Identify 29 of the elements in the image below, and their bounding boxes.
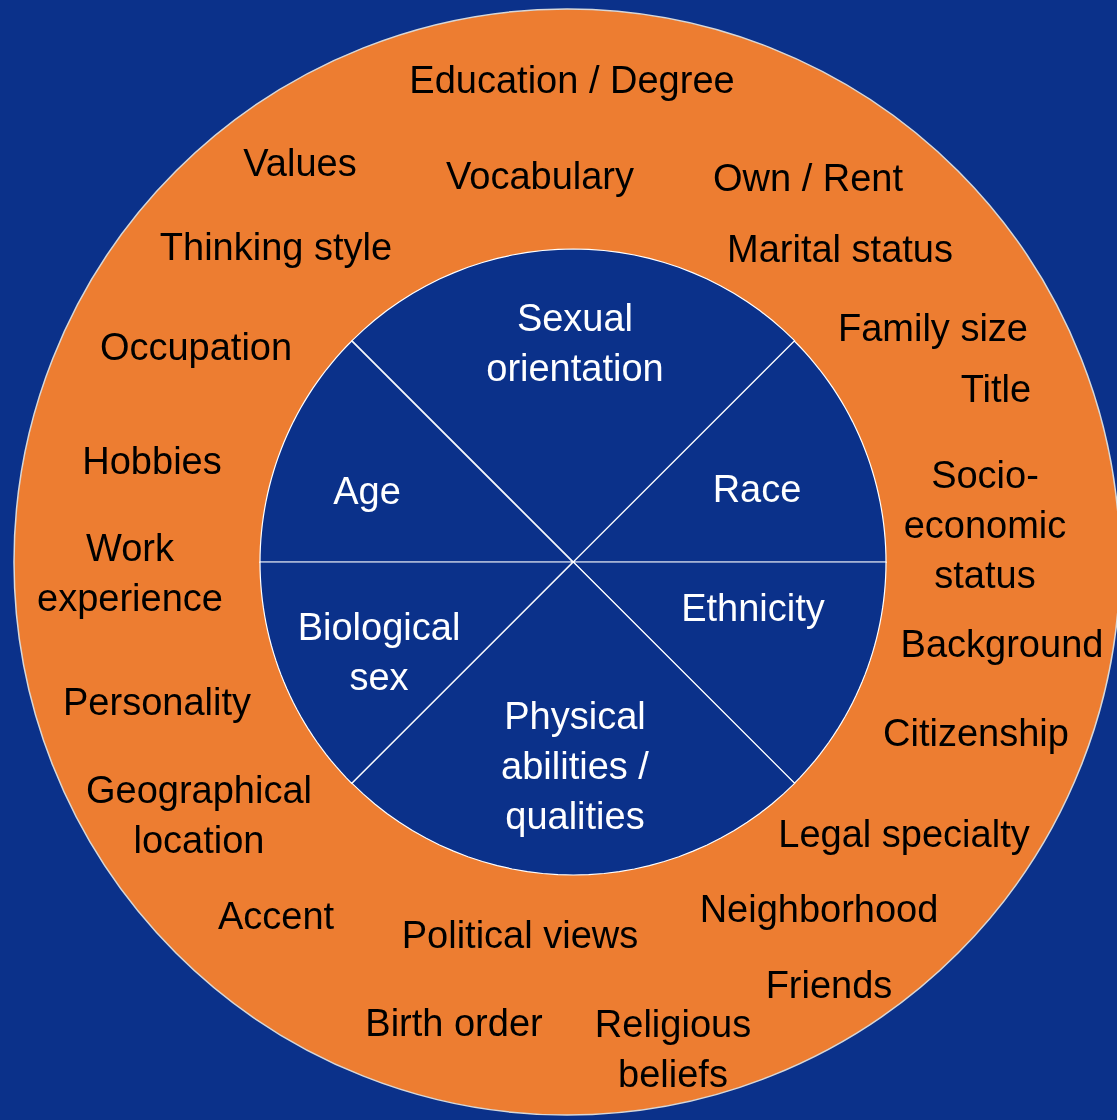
ring-label: Occupation [99, 325, 293, 370]
ring-label: Geographical location [84, 768, 313, 863]
ring-label: Thinking style [159, 225, 393, 270]
ring-label: Hobbies [82, 439, 222, 484]
ring-label: Family size [838, 306, 1028, 351]
ring-label: Personality [63, 680, 251, 725]
ring-label: Neighborhood [699, 887, 939, 932]
sector-label: Ethnicity [681, 586, 825, 631]
sector-label: Physical abilities / qualities [500, 694, 650, 839]
sector-label: Biological sex [296, 605, 462, 700]
ring-label: Citizenship [883, 711, 1069, 756]
ring-label: Socio-economic status [902, 453, 1068, 598]
ring-label: Marital status [727, 227, 953, 272]
ring-label: Birth order [365, 1001, 543, 1046]
ring-label: Background [900, 622, 1104, 667]
ring-label: Religious beliefs [593, 1002, 753, 1097]
ring-label: Work experience [36, 526, 224, 621]
ring-label: Legal specialty [778, 812, 1030, 857]
ring-label: Own / Rent [712, 156, 904, 201]
ring-label: Friends [765, 963, 893, 1008]
ring-label: Title [960, 367, 1032, 412]
ring-label: Values [243, 141, 357, 186]
sector-label: Age [333, 469, 401, 514]
ring-label: Political views [401, 913, 639, 958]
sector-label: Sexual orientation [485, 296, 665, 391]
ring-label: Accent [217, 894, 335, 939]
ring-label: Education / Degree [409, 58, 735, 103]
sector-label: Race [712, 467, 802, 512]
ring-label: Vocabulary [446, 154, 634, 199]
